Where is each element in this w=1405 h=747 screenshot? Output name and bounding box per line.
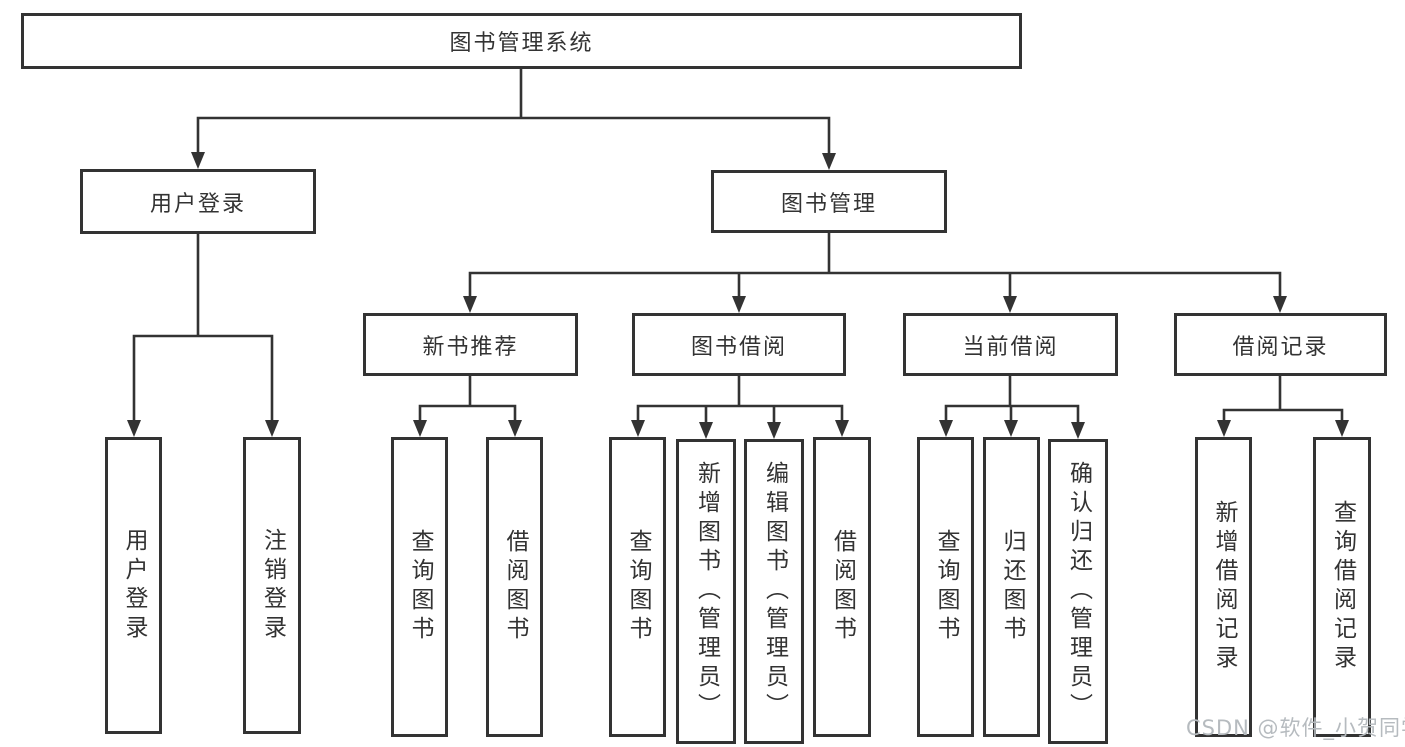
csdn-watermark: CSDN @软件_小贺同学 — [1186, 716, 1405, 740]
node-current-borrow-label: 当前借阅 — [962, 334, 1059, 360]
node-borrow-records-label: 借阅记录 — [1232, 334, 1329, 360]
leaf-logout-label: 注销登录 — [259, 527, 286, 644]
node-user-login-label: 用户登录 — [149, 191, 246, 217]
leaf-br-add-record-label: 新增借阅记录 — [1211, 500, 1237, 674]
node-current-borrow: 当前借阅 — [903, 313, 1118, 376]
arrowhead — [1273, 296, 1287, 313]
leaf-bb-borrow-books: 借阅图书 — [813, 437, 871, 737]
arrowhead — [732, 296, 746, 313]
arrowhead — [1004, 420, 1018, 437]
arrowhead — [822, 153, 836, 170]
leaf-cb-confirm-return-admin: 确认归还（管理员） — [1048, 439, 1108, 744]
edge-root-to-level2 — [196, 67, 831, 157]
leaf-bb-borrow-books-label: 借阅图书 — [829, 529, 856, 645]
arrowhead — [835, 420, 849, 437]
arrowhead — [463, 296, 477, 313]
edge-bookborrow-to-leaves — [636, 374, 844, 426]
node-root-library-system: 图书管理系统 — [21, 13, 1022, 69]
edge-currentborrow-to-leaves — [944, 374, 1080, 426]
arrowhead — [191, 152, 205, 169]
arrowhead — [767, 422, 781, 439]
leaf-nb-query-books-label: 查询图书 — [407, 529, 433, 645]
leaf-br-add-record: 新增借阅记录 — [1195, 437, 1252, 737]
arrowhead — [699, 422, 713, 439]
leaf-cb-query-books: 查询图书 — [917, 437, 974, 737]
leaf-bb-query-books-label: 查询图书 — [625, 529, 651, 645]
leaf-br-query-record: 查询借阅记录 — [1313, 437, 1371, 737]
arrowhead — [127, 420, 141, 437]
arrowhead — [939, 420, 953, 437]
leaf-user-login-label: 用户登录 — [121, 527, 147, 644]
node-book-borrow: 图书借阅 — [632, 313, 846, 376]
leaf-logout: 注销登录 — [243, 437, 301, 734]
leaf-bb-add-books-admin: 新增图书（管理员） — [676, 439, 736, 744]
edge-userlogin-to-leaves — [132, 232, 274, 424]
leaf-bb-edit-books-admin: 编辑图书（管理员） — [744, 439, 804, 744]
arrowhead — [631, 420, 645, 437]
node-user-login: 用户登录 — [80, 169, 316, 234]
node-book-management: 图书管理 — [711, 170, 947, 233]
arrowhead — [1003, 296, 1017, 313]
leaf-cb-return-books: 归还图书 — [983, 437, 1040, 737]
leaf-user-login: 用户登录 — [105, 437, 162, 734]
node-book-management-label: 图书管理 — [780, 191, 877, 217]
leaf-bb-add-books-admin-label: 新增图书（管理员） — [693, 461, 720, 722]
node-borrow-records: 借阅记录 — [1174, 313, 1387, 376]
edge-bookmgmt-to-level3 — [468, 231, 1282, 300]
node-new-book-recommend-label: 新书推荐 — [422, 334, 519, 360]
arrowhead — [1335, 420, 1349, 437]
edge-records-to-leaves — [1222, 374, 1344, 424]
leaf-bb-query-books: 查询图书 — [609, 437, 666, 737]
leaf-cb-return-books-label: 归还图书 — [999, 529, 1025, 645]
node-book-borrow-label: 图书借阅 — [690, 334, 787, 360]
node-root-label: 图书管理系统 — [449, 31, 594, 56]
leaf-cb-query-books-label: 查询图书 — [933, 529, 959, 645]
leaf-nb-query-books: 查询图书 — [391, 437, 448, 737]
arrowhead — [508, 420, 522, 437]
arrowhead — [1217, 420, 1231, 437]
edge-newbook-to-leaves — [418, 374, 517, 424]
leaf-nb-borrow-books-label: 借阅图书 — [502, 529, 528, 645]
leaf-br-query-record-label: 查询借阅记录 — [1329, 500, 1356, 674]
arrowhead — [1071, 422, 1085, 439]
arrowhead — [265, 420, 279, 437]
leaf-bb-edit-books-admin-label: 编辑图书（管理员） — [761, 461, 788, 722]
leaf-nb-borrow-books: 借阅图书 — [486, 437, 543, 737]
node-new-book-recommend: 新书推荐 — [363, 313, 578, 376]
arrowhead — [413, 420, 427, 437]
arrowheads — [127, 152, 1349, 439]
leaf-cb-confirm-return-admin-label: 确认归还（管理员） — [1065, 461, 1092, 722]
